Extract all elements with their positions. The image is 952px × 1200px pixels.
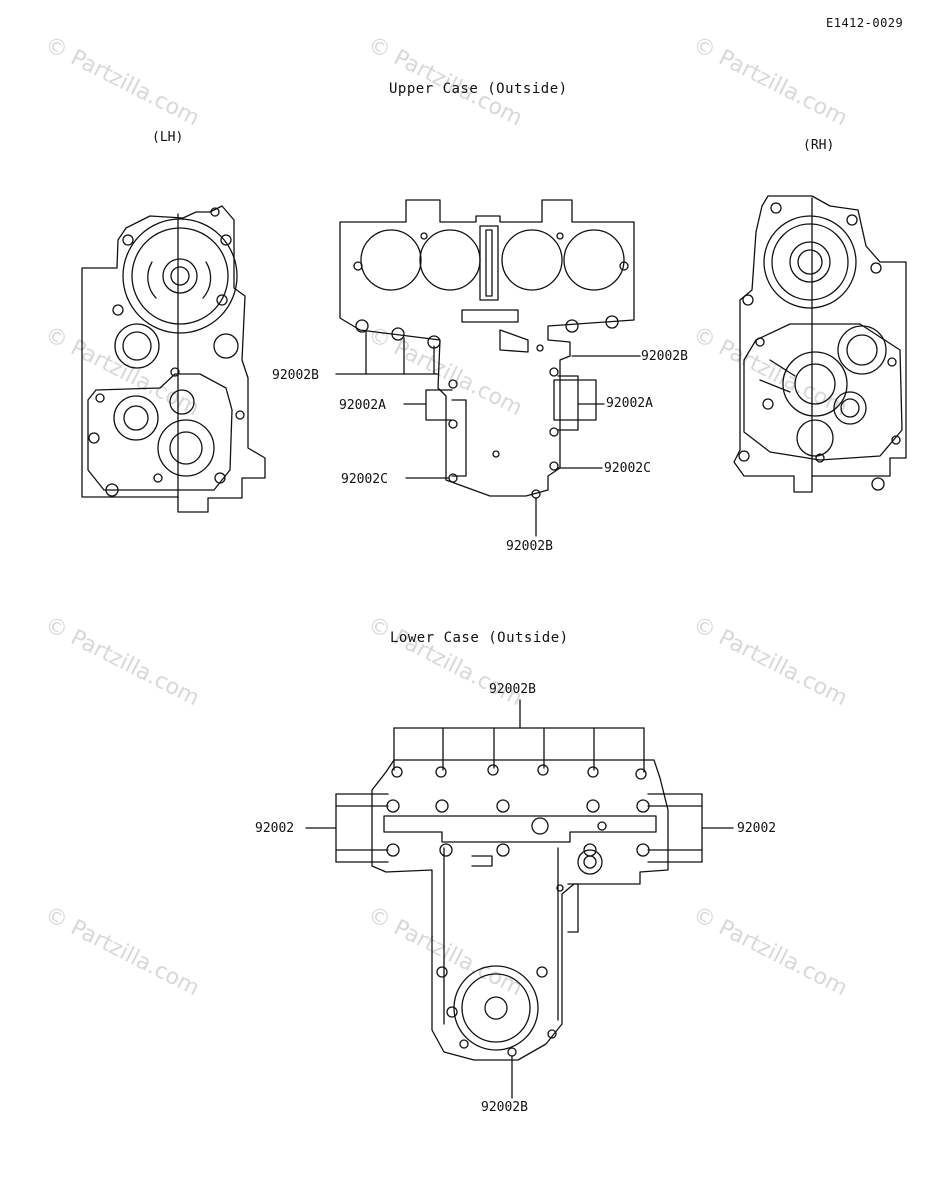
callout-92002b-upper-left: 92002B [272, 368, 319, 383]
lh-label: (LH) [152, 130, 184, 145]
callout-92002c-upper-right: 92002C [604, 461, 651, 476]
callout-92002-lower-right: 92002 [737, 821, 777, 836]
callout-92002c-upper-left: 92002C [341, 472, 388, 487]
document-code: E1412-0029 [826, 16, 904, 30]
upper-case-title: Upper Case (Outside) [389, 81, 568, 97]
lh-crankcase-drawing [81, 205, 266, 513]
rh-crankcase-drawing [733, 195, 907, 493]
upper-case-drawing [335, 199, 641, 537]
callout-92002b-lower-top: 92002B [489, 682, 536, 697]
callout-92002b-upper-bottom: 92002B [506, 539, 553, 554]
lower-case-title: Lower Case (Outside) [390, 630, 569, 646]
rh-label: (RH) [803, 138, 835, 153]
lower-case-drawing [305, 699, 734, 1099]
callout-92002b-upper-right: 92002B [641, 349, 688, 364]
callout-92002a-upper-right: 92002A [606, 396, 653, 411]
callout-92002b-lower-bottom: 92002B [481, 1100, 528, 1115]
callout-92002a-upper-left: 92002A [339, 398, 386, 413]
callout-92002-lower-left: 92002 [255, 821, 295, 836]
